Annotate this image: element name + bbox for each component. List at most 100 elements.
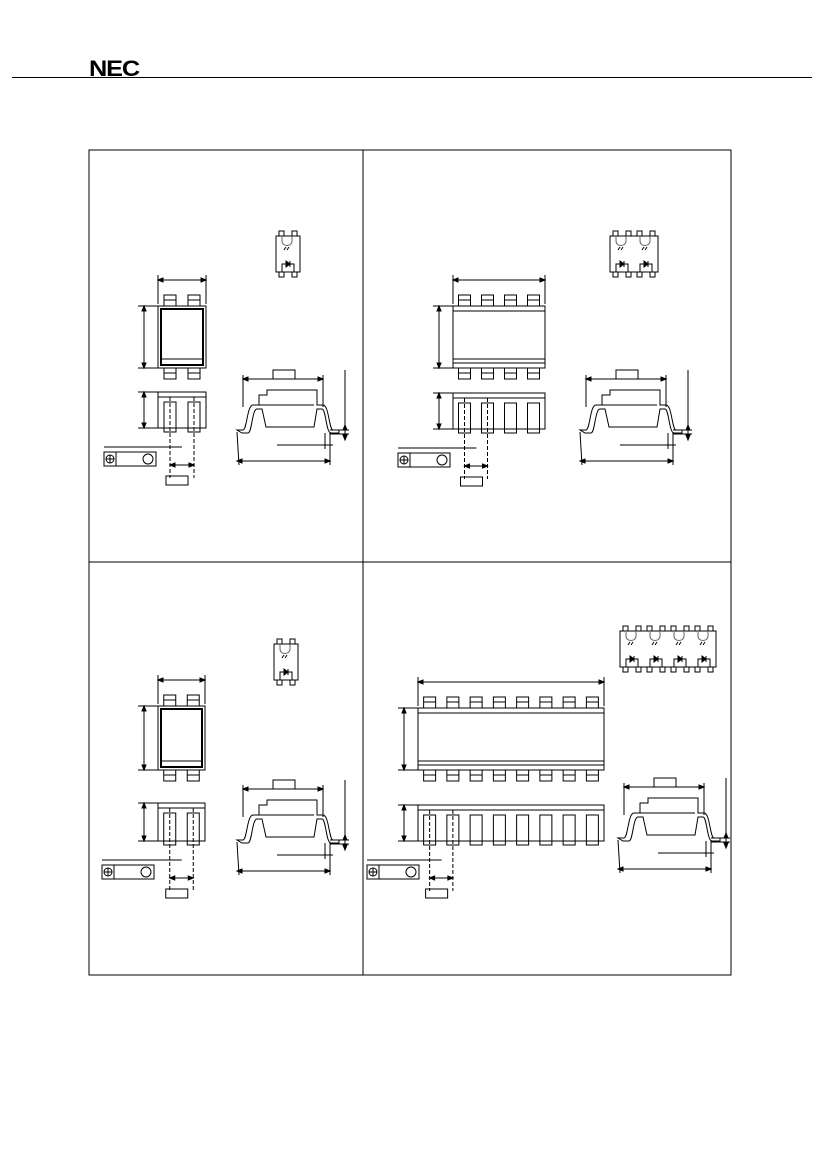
- dimension-box: [615, 369, 639, 380]
- arrow-head: [436, 304, 442, 370]
- phototransistor-icon: [673, 631, 685, 641]
- body-inner: [160, 708, 203, 768]
- schematic-pin: [276, 679, 283, 686]
- package-body-top: [157, 305, 207, 369]
- package-profile: [578, 389, 683, 434]
- light-arrow: [284, 654, 288, 659]
- arrow-head: [241, 786, 325, 792]
- pin-side: [562, 814, 576, 846]
- light-arrow: [702, 641, 706, 646]
- arrow-head: [723, 831, 729, 850]
- light-arrow: [627, 641, 631, 646]
- arrow-head: [342, 423, 348, 442]
- schematic-pin: [635, 625, 642, 632]
- schematic-pin: [649, 230, 656, 237]
- led-diode-icon: [283, 668, 289, 676]
- phototransistor-icon: [625, 631, 637, 641]
- pin-side: [539, 814, 553, 846]
- internal-schematic: [609, 230, 659, 278]
- schematic-pin: [636, 271, 643, 278]
- schematic-pin: [278, 271, 285, 278]
- arrow-head: [168, 462, 196, 468]
- schematic-outline: [609, 235, 659, 273]
- pin-side: [516, 814, 530, 846]
- package-profile: [235, 799, 340, 844]
- dimension-box: [165, 888, 189, 899]
- body-inner: [160, 308, 204, 366]
- arrow-head: [463, 463, 489, 469]
- package-body-side: [157, 802, 206, 842]
- schematic-outline: [619, 630, 717, 668]
- schematic-pin: [659, 625, 666, 632]
- schematic-outline: [273, 643, 299, 681]
- light-arrow: [654, 641, 658, 646]
- pin-side: [585, 814, 599, 846]
- tolerance-frame: [103, 451, 157, 467]
- led-diode-icon: [653, 655, 659, 663]
- arrow-head: [141, 390, 147, 430]
- arrow-head: [235, 868, 332, 874]
- light-arrow: [644, 246, 648, 251]
- arrow-head: [428, 875, 455, 881]
- light-arrow: [641, 246, 645, 251]
- light-arrow: [281, 654, 285, 659]
- package-body-side: [452, 392, 546, 430]
- arrow-head: [584, 376, 668, 382]
- extension-line: [579, 431, 583, 466]
- phototransistor-icon: [281, 236, 293, 246]
- schematic-pin: [683, 666, 690, 673]
- package-drawing-2: [397, 230, 692, 487]
- led-diode-icon: [643, 260, 649, 268]
- package-body-top: [452, 305, 546, 369]
- dimension-box: [425, 888, 449, 899]
- package-body-side: [157, 391, 207, 429]
- schematic-pin: [622, 625, 629, 632]
- arrow-head: [401, 706, 407, 772]
- schematic-pin: [289, 638, 296, 645]
- arrow-head: [156, 677, 207, 683]
- circle-symbol: [140, 866, 152, 878]
- schematic-pin: [625, 271, 632, 278]
- led-diode-icon: [619, 260, 625, 268]
- arrow-head: [141, 801, 147, 843]
- tolerance-frame: [397, 452, 451, 468]
- package-body-side: [417, 804, 605, 842]
- arrow-head: [141, 304, 147, 370]
- led-diode-icon: [285, 260, 291, 268]
- extension-line: [617, 839, 621, 874]
- arrow-head: [156, 277, 208, 283]
- schematic-pin: [612, 271, 619, 278]
- package-profile: [616, 797, 721, 842]
- package-body-top: [157, 705, 206, 771]
- schematic-pin: [278, 230, 285, 237]
- schematic-pin: [625, 230, 632, 237]
- nec-logo: NEC: [89, 56, 140, 81]
- arrow-head: [616, 866, 713, 872]
- arrow-head: [401, 803, 407, 843]
- phototransistor-icon: [697, 631, 709, 641]
- light-arrow: [699, 641, 703, 646]
- phototransistor-icon: [639, 236, 651, 246]
- circle-symbol: [142, 453, 154, 465]
- schematic-pin: [646, 666, 653, 673]
- arrow-head: [685, 423, 691, 442]
- pin-side: [492, 814, 506, 846]
- pin-side: [527, 402, 540, 434]
- tolerance-frame: [366, 864, 420, 880]
- schematic-pin: [707, 625, 714, 632]
- arrow-head: [436, 391, 442, 431]
- arrow-head: [235, 458, 332, 464]
- arrow-head: [416, 679, 606, 685]
- schematic-pin: [289, 679, 296, 686]
- dimension-box: [165, 475, 189, 486]
- dimension-box: [653, 777, 677, 788]
- schematic-pin: [276, 638, 283, 645]
- dimension-box: [272, 779, 296, 790]
- schematic-pin: [670, 625, 677, 632]
- schematic-pin: [636, 230, 643, 237]
- arrow-head: [342, 833, 348, 852]
- arrow-head: [241, 376, 325, 382]
- schematic-pin: [646, 625, 653, 632]
- arrow-head: [451, 277, 547, 283]
